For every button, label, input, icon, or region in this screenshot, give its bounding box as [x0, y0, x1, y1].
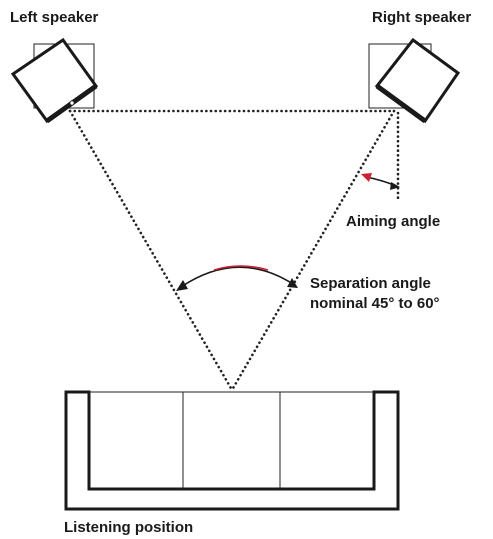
sofa: [64, 390, 400, 511]
separation-angle-highlight: [213, 265, 269, 271]
aiming-angle-arrowhead: [390, 182, 400, 190]
right-speaker-cabinet: [374, 37, 461, 124]
left-speaker-label: Left speaker: [10, 9, 99, 26]
sofa-frame: [64, 390, 400, 511]
right-sight-line-dotted: [230, 109, 396, 392]
right-speaker: [368, 37, 461, 124]
left-speaker: [10, 37, 99, 124]
separation-angle-label: Separation angle: [310, 275, 431, 292]
left-speaker-cabinet: [10, 37, 99, 124]
aiming-angle-indicator: [361, 173, 400, 190]
right-speaker-label: Right speaker: [372, 9, 471, 26]
separation-angle-range-label: nominal 45° to 60°: [310, 295, 440, 312]
separation-angle-left-arrowhead: [176, 280, 188, 291]
aiming-angle-arrowhead-red: [361, 173, 372, 182]
listening-position-label: Listening position: [64, 519, 193, 536]
separation-angle-indicator: [176, 265, 298, 291]
left-sight-line-dotted: [68, 109, 234, 392]
aiming-angle-label: Aiming angle: [346, 213, 440, 230]
separation-angle-right-arrowhead: [287, 278, 298, 288]
right-speaker-front-baffle: [375, 83, 427, 124]
separation-angle-arc: [180, 266, 294, 288]
left-speaker-axis-point: [69, 100, 75, 106]
